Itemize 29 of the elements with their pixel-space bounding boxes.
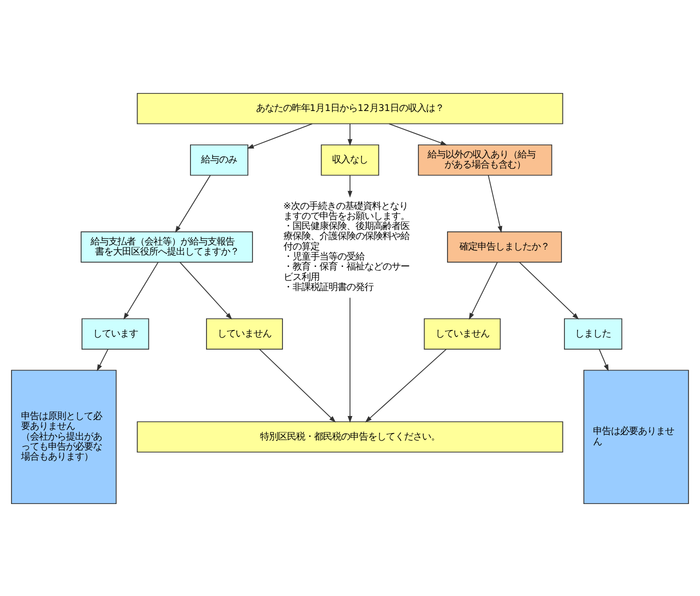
- node-box: しました: [564, 318, 622, 350]
- arrow: [96, 348, 108, 371]
- node-box: 申告は必要ありません: [583, 369, 689, 504]
- node-box: しています: [82, 318, 150, 350]
- node-box: していません: [424, 318, 501, 350]
- arrow: [180, 261, 232, 320]
- arrow: [488, 174, 502, 232]
- arrow: [519, 261, 579, 319]
- node-box: 特別区民税・都民税の申告をしてください。: [136, 420, 564, 452]
- arrow: [468, 261, 498, 320]
- node-box: あなたの昨年1月1日から12月31日の収入は？: [136, 92, 564, 124]
- arrow: [348, 296, 352, 422]
- node-box: していません: [206, 318, 283, 350]
- node-box: 確定申告しましたか？: [447, 230, 562, 262]
- node-box: 給与支払者（会社等）が給与支報告書を大田区役所へ提出してますか？: [80, 230, 253, 262]
- node-box: 申告は原則として必要ありません （会社から提出があっても申告が必要な場合もあります）: [11, 369, 117, 504]
- arrow: [348, 174, 352, 198]
- arrow: [598, 348, 609, 371]
- node-box: 給与以外の収入あり（給与がある場合も含む）: [418, 144, 552, 176]
- arrow: [348, 122, 352, 146]
- arrow: [175, 174, 211, 232]
- node-box: 収入なし: [320, 144, 380, 176]
- node-text: ※次の手続きの基礎資料となりますので申告をお願いします。 ・国民健康保険、後期高齢者医療保険、介護保険の保険料や給付の算定 ・児童手当等の受給 ・教育・保育・福祉などのサービス利用 ・非課税証明書の発行: [283, 200, 410, 292]
- arrow: [259, 348, 336, 422]
- node-box: 給与のみ: [190, 144, 248, 176]
- arrow: [365, 348, 447, 422]
- arrow: [123, 261, 158, 320]
- arrow: [388, 122, 448, 145]
- arrow: [247, 122, 313, 148]
